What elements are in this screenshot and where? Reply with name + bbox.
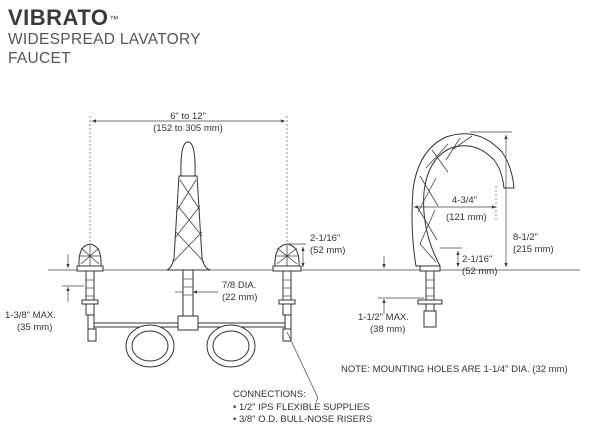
- left-max-deck-metric: (35 mm): [17, 322, 52, 333]
- overall-height-label: 8-1/2": [513, 232, 538, 243]
- title-block: VIBRATO™ WIDESPREAD LAVATORY FAUCET: [8, 6, 201, 68]
- right-max-deck-metric: (38 mm): [370, 324, 405, 335]
- right-handle: [272, 243, 302, 330]
- side-view: 4-3/4" (121 mm) 8-1/2" (215 mm) 2-1/16" …: [341, 131, 568, 375]
- product-subtitle-line2: FAUCET: [8, 50, 71, 67]
- side-spout: [411, 133, 515, 328]
- center-spout: [166, 141, 211, 331]
- spout-reach-dimension: 4-3/4" (121 mm): [414, 186, 497, 223]
- left-handle: [76, 243, 104, 330]
- right-max-deck-label: 1-1/2" MAX.: [358, 312, 409, 323]
- spout-diameter-metric: (22 mm): [222, 292, 257, 303]
- mounting-holes-note: NOTE: MOUNTING HOLES ARE 1-1/4" DIA. (32…: [341, 364, 568, 375]
- spread-dimension-metric: (152 to 305 mm): [153, 123, 223, 134]
- brand-name: VIBRATO: [8, 5, 109, 30]
- handle-height-label: 2-1/16": [310, 233, 340, 244]
- spread-dimension-label: 6" to 12": [170, 111, 206, 122]
- front-view: 6" to 12" (152 to 305 mm) 2-1/16" (52 mm…: [5, 111, 372, 425]
- connections-note: CONNECTIONS: • 1/2" IPS FLEXIBLE SUPPLIE…: [233, 331, 372, 425]
- spread-dimension: 6" to 12" (152 to 305 mm): [89, 111, 288, 244]
- left-max-deck-label: 1-3/8" MAX.: [5, 310, 56, 321]
- spout-diameter-dimension: 7/8 DIA. (22 mm): [175, 280, 257, 303]
- spout-diameter-label: 7/8 DIA.: [222, 280, 256, 291]
- trademark-symbol: ™: [109, 14, 119, 24]
- overall-height-dimension: 8-1/2" (215 mm): [470, 131, 554, 267]
- connections-title: CONNECTIONS:: [233, 389, 306, 400]
- handle-height-dimension: 2-1/16" (52 mm): [288, 233, 345, 267]
- right-max-deck-dimension: 1-1/2" MAX. (38 mm): [358, 256, 424, 335]
- side-base-height-label: 2-1/16": [462, 254, 492, 265]
- side-base-height-metric: (52 mm): [462, 266, 497, 277]
- product-subtitle-line1: WIDESPREAD LAVATORY: [8, 31, 201, 48]
- spout-reach-label: 4-3/4": [452, 195, 477, 206]
- side-base-height-dimension: 2-1/16" (52 mm): [440, 247, 497, 277]
- supply-connections: [87, 322, 292, 368]
- connections-item-2: • 3/8" O.D. BULL-NOSE RISERS: [233, 414, 372, 425]
- left-max-deck-dimension: 1-3/8" MAX. (35 mm): [5, 254, 84, 333]
- spout-reach-metric: (121 mm): [446, 212, 487, 223]
- handle-height-metric: (52 mm): [310, 245, 345, 256]
- product-title: VIBRATO™: [8, 6, 201, 30]
- connections-item-1: • 1/2" IPS FLEXIBLE SUPPLIES: [233, 402, 370, 413]
- overall-height-metric: (215 mm): [513, 244, 554, 255]
